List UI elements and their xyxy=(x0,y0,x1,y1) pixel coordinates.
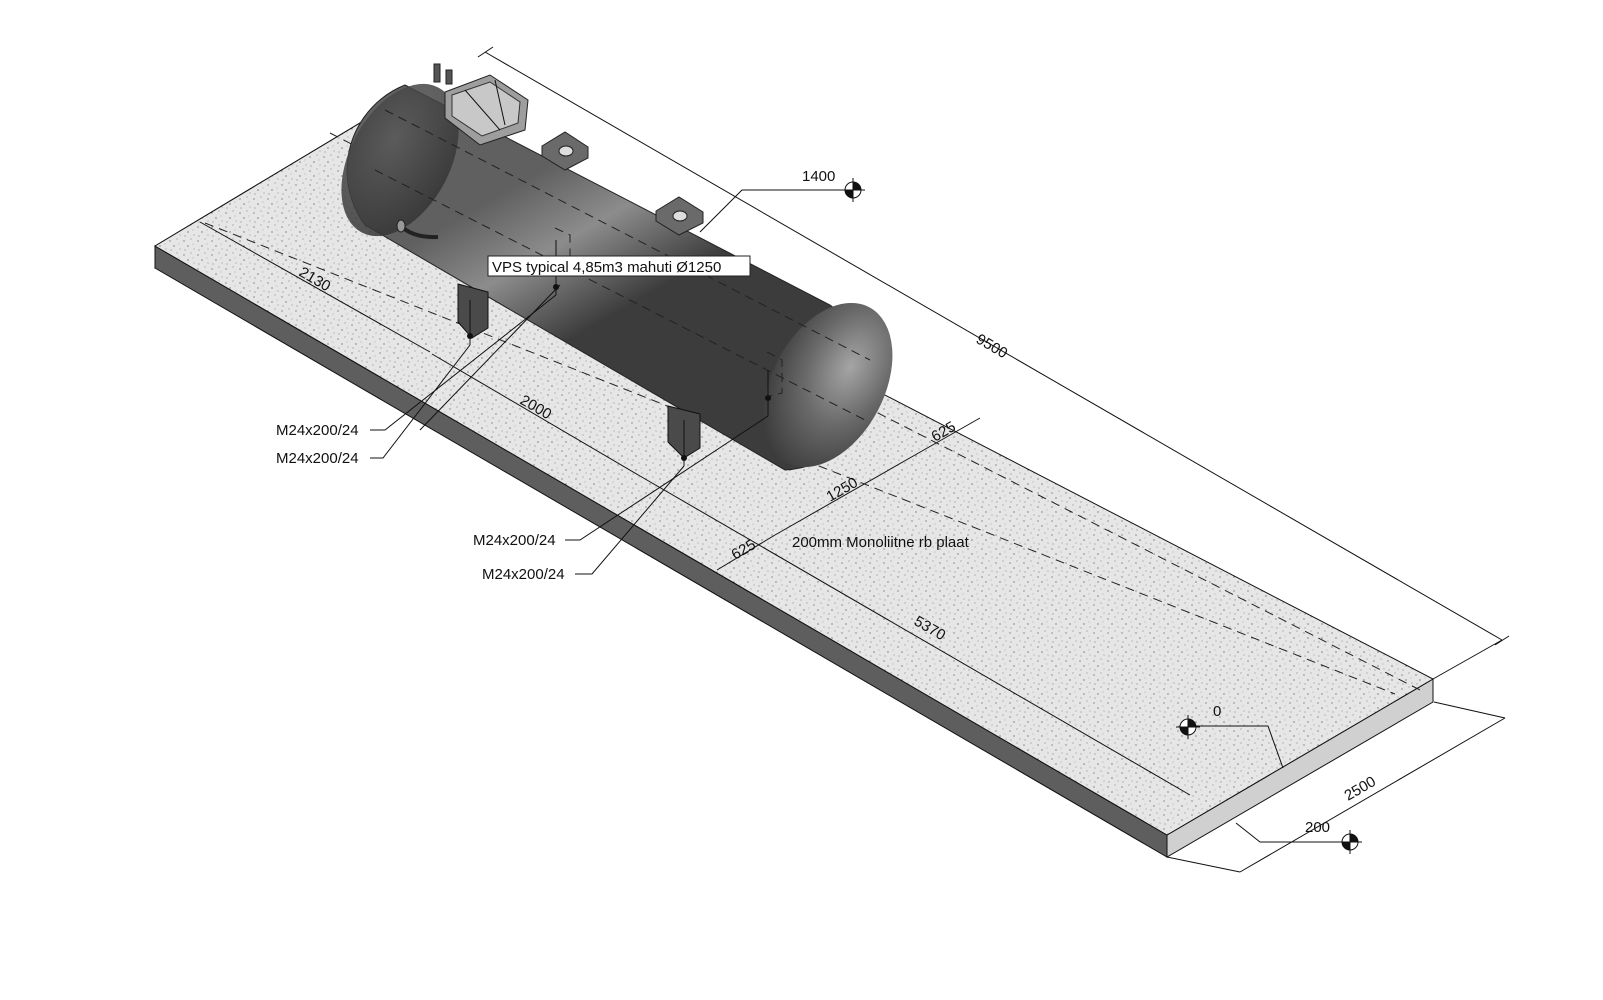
dimension-lines xyxy=(199,46,1510,873)
elevation-marker-top xyxy=(841,178,865,202)
manhole-cover xyxy=(444,74,529,146)
valve-fittings xyxy=(433,63,453,85)
tank-end-cap-right xyxy=(763,302,893,468)
elevation-slab-label: 0 xyxy=(1213,703,1221,720)
dim-overall-length: 9500 xyxy=(973,331,1010,362)
anchor-label-4: M24x200/24 xyxy=(482,566,565,583)
anchor-label-1: M24x200/24 xyxy=(276,422,359,439)
tank-label-bg xyxy=(487,255,751,277)
elevation-bottom-label: 200 xyxy=(1305,819,1330,836)
elevation-top-label: 1400 xyxy=(802,168,835,185)
slab-top xyxy=(154,122,1435,836)
dim-slab-width: 2500 xyxy=(1342,773,1379,804)
tank-label: VPS typical 4,85m3 mahuti Ø1250 xyxy=(492,259,721,276)
concrete-slab xyxy=(154,122,1435,858)
saddle-right xyxy=(667,405,701,466)
saddle-left xyxy=(457,283,489,345)
tank xyxy=(341,63,893,471)
anchor-label-2: M24x200/24 xyxy=(276,450,359,467)
elevation-marker-slab xyxy=(1176,715,1200,739)
elevation-marker-bottom xyxy=(1338,830,1362,854)
anchor-label-3: M24x200/24 xyxy=(473,532,556,549)
slab-label: 200mm Monoliitne rb plaat xyxy=(792,534,970,551)
